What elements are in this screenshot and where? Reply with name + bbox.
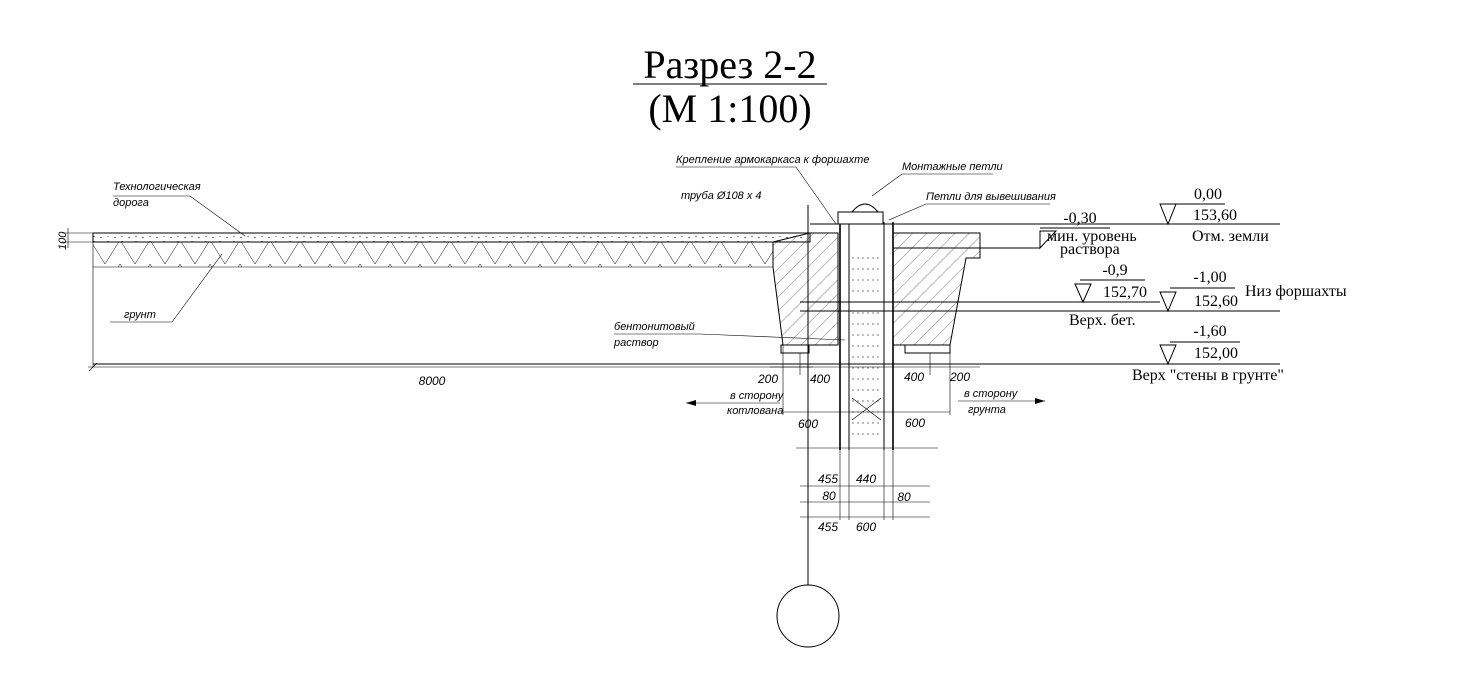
elevation-lines — [93, 223, 1280, 365]
elev-ground-label: Отм. земли — [1192, 228, 1269, 245]
direction-to-pit-arrowhead — [686, 400, 696, 406]
elev-topconc-triangle — [1074, 283, 1092, 304]
direction-to-soil-line1: в сторону — [964, 388, 1019, 400]
elev-guidewall-mark: -1,00 152,60 Низ форшахты — [1159, 269, 1347, 313]
elev-wall-abs: 152,00 — [1194, 345, 1238, 362]
dim-road-length: 8000 — [88, 362, 813, 388]
title-text: Разрез 2-2 — [643, 42, 816, 87]
dim-80a: 80 — [822, 489, 836, 503]
callout-pipe: труба Ø108 х 4 — [681, 190, 762, 202]
elev-wall-mark: -1,60 152,00 Верх "стены в грунте" — [1132, 323, 1284, 384]
callout-cage-fixing: Крепление армокаркаса к форшахте — [676, 154, 869, 225]
mount-loop-arc — [851, 203, 879, 213]
dim-right-600: 600 — [905, 416, 925, 430]
callout-cage-fixing-text: Крепление армокаркаса к форшахте — [676, 154, 869, 166]
dim-455a: 455 — [818, 472, 838, 486]
elev-topconc-label: Верх. бет. — [1069, 312, 1136, 329]
callout-mount-loops-leader — [871, 173, 993, 197]
cage-stirrups — [851, 257, 882, 435]
callout-road-leader — [113, 195, 246, 237]
elev-mortar-triangle — [1039, 230, 1058, 250]
guide-wall-right — [892, 232, 981, 354]
elev-topconc-rel: -0,9 — [1102, 262, 1127, 279]
elev-mortar-mark: -0,30 мин. уровень раствора — [1039, 210, 1137, 258]
callout-bentonite-line2: раствор — [613, 337, 659, 349]
callout-hang-loops: Петли для вывешивания — [888, 191, 1056, 221]
callout-pipe-text: труба Ø108 х 4 — [681, 190, 762, 202]
callout-hang-loops-text: Петли для вывешивания — [926, 191, 1056, 203]
callout-road-line1: Технологическая — [113, 181, 201, 193]
elev-mortar-rel: -0,30 — [1063, 210, 1096, 227]
dim-top-row: 200 400 400 200 — [757, 345, 980, 415]
dim-440: 440 — [856, 472, 876, 486]
scale-text: (М 1:100) — [648, 86, 811, 131]
guide-wall-right-base — [904, 344, 951, 354]
guide-wall-left-base — [780, 344, 810, 354]
elev-guidewall-abs: 152,60 — [1194, 293, 1238, 310]
cage-cross-brace — [851, 397, 882, 421]
dim-right-400: 400 — [904, 370, 924, 384]
callout-road: Технологическая дорога — [113, 181, 246, 237]
callout-bentonite: бентонитовый раствор — [613, 321, 846, 349]
trench — [837, 203, 894, 450]
elev-guidewall-triangle — [1159, 291, 1177, 313]
elev-guidewall-rel: -1,00 — [1193, 269, 1226, 286]
dim-600-row: 600 600 — [783, 411, 950, 431]
pipe — [776, 205, 840, 648]
dim-left-400: 400 — [810, 372, 830, 386]
dim-right-200: 200 — [949, 370, 970, 384]
direction-to-soil: в сторону грунта — [958, 388, 1045, 416]
pipe-circle — [776, 584, 840, 648]
direction-to-pit-line1: в сторону — [730, 390, 785, 402]
callout-soil-leader — [110, 253, 223, 323]
dim-bottom-rows: 455 440 80 80 455 600 — [800, 450, 930, 534]
elev-wall-label: Верх "стены в грунте" — [1132, 367, 1284, 384]
elev-guidewall-label: Низ форшахты — [1245, 283, 1347, 300]
dim-600: 600 — [856, 520, 876, 534]
callout-mount-loops: Монтажные петли — [871, 161, 1003, 197]
dim-left-200: 200 — [757, 372, 778, 386]
elev-mortar-label-2: раствора — [1060, 241, 1120, 258]
dim-road-length-tick-left — [88, 362, 98, 372]
soil-layer — [92, 233, 773, 367]
direction-to-soil-arrowhead — [1035, 398, 1045, 404]
dim-left-600: 600 — [798, 417, 818, 431]
callout-bentonite-leader — [614, 333, 846, 341]
guide-wall-left — [772, 232, 839, 354]
soil-hatch — [93, 242, 773, 267]
callout-road-line2: дорога — [113, 197, 149, 209]
mount-loop-box — [837, 211, 884, 225]
elev-wall-triangle — [1159, 344, 1177, 366]
callout-soil: грунт — [110, 253, 223, 323]
road-slab — [92, 232, 811, 243]
title-block: Разрез 2-2 (М 1:100) — [633, 42, 827, 131]
elev-topconc-mark: -0,9 152,70 Верх. бет. — [1069, 262, 1147, 329]
elev-wall-rel: -1,60 — [1193, 323, 1226, 340]
direction-to-pit-line2: котлована — [727, 405, 783, 417]
callout-soil-text: грунт — [124, 309, 156, 321]
callout-mount-loops-text: Монтажные петли — [902, 161, 1003, 173]
elev-ground-rel: 0,00 — [1194, 186, 1222, 203]
elev-mortar-label-1: мин. уровень — [1047, 228, 1137, 245]
elev-ground-abs: 153,60 — [1193, 207, 1237, 224]
callout-hang-loops-leader — [888, 203, 1050, 221]
dim-455b: 455 — [818, 520, 838, 534]
callout-cage-fixing-leader — [676, 166, 837, 225]
dim-road-thickness: 100 — [57, 228, 93, 250]
callout-bentonite-line1: бентонитовый — [614, 321, 695, 333]
dim-road-length-text: 8000 — [419, 374, 446, 388]
dim-road-thickness-text: 100 — [57, 231, 69, 250]
road-slab-fill — [92, 232, 811, 243]
dim-80b: 80 — [897, 490, 911, 504]
guide-wall-left-outline — [772, 232, 839, 346]
guide-wall-right-outline — [892, 232, 981, 346]
direction-to-soil-line2: грунта — [968, 404, 1006, 416]
elev-ground-triangle — [1159, 203, 1177, 226]
elev-topconc-abs: 152,70 — [1103, 284, 1147, 301]
direction-to-pit: в сторону котлована — [686, 390, 785, 417]
elev-ground-mark: 0,00 153,60 Отм. земли — [1159, 186, 1269, 245]
